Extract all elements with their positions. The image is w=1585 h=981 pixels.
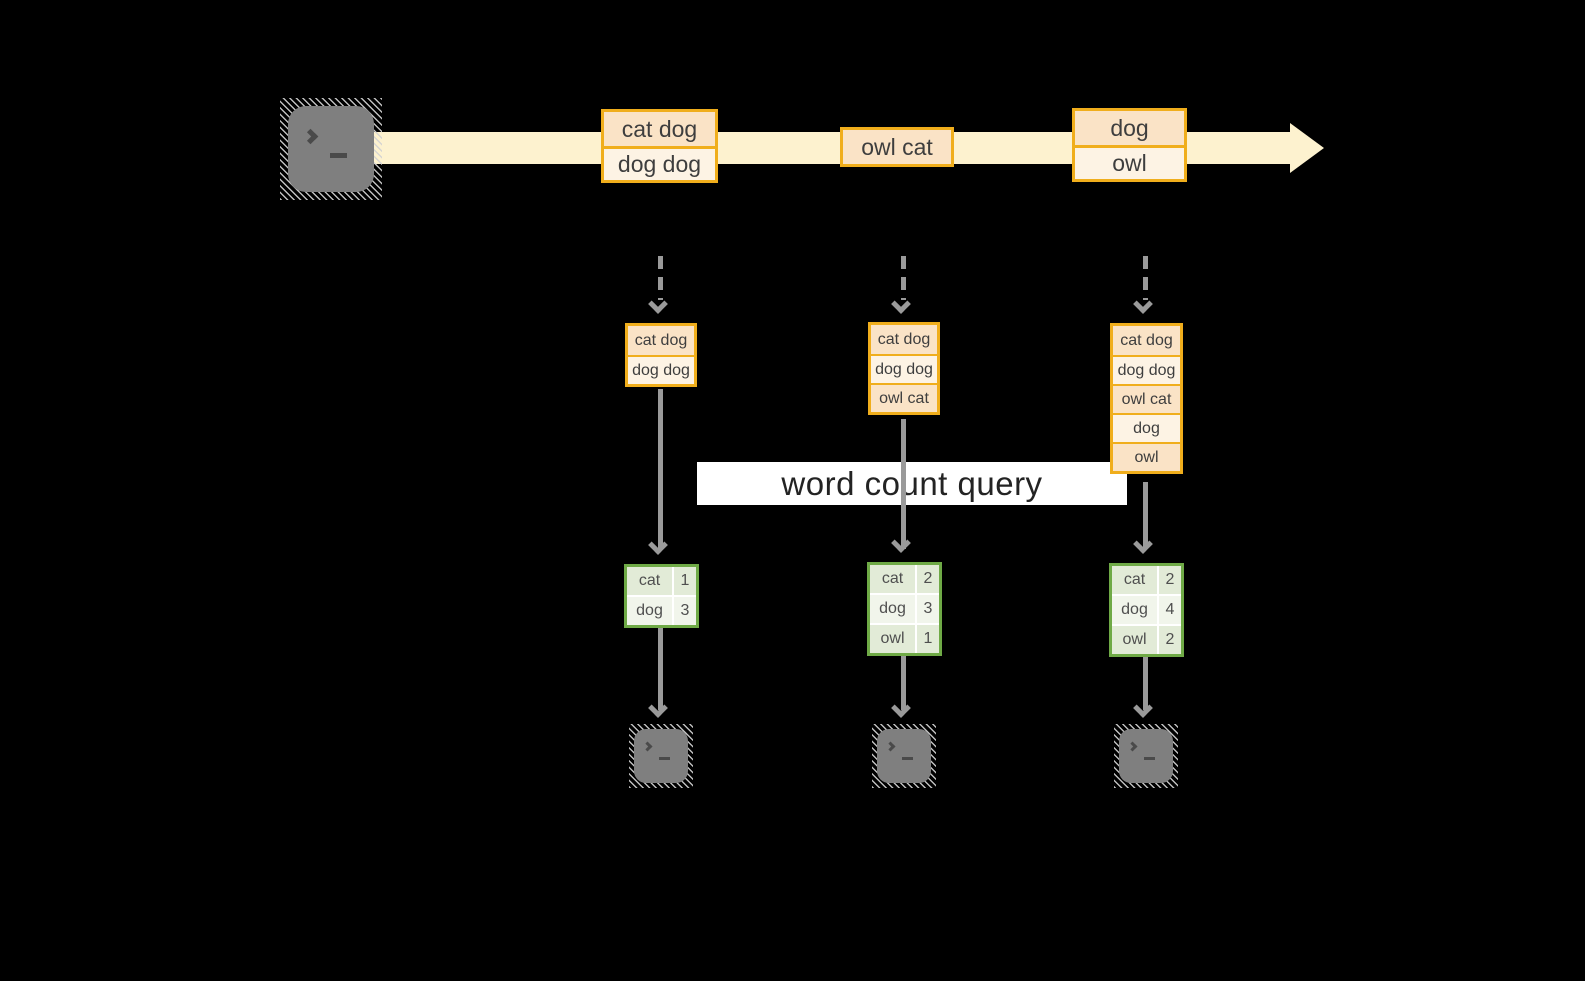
arrowhead-down-icon xyxy=(1133,294,1153,314)
arrowhead-down-icon xyxy=(648,294,668,314)
micro-batch-3: cat dog dog dog owl cat dog owl xyxy=(1110,323,1183,474)
table-count-cell: 3 xyxy=(674,597,696,625)
word-count-table-1: cat 1 dog 3 xyxy=(624,564,699,628)
terminal-body xyxy=(634,729,688,783)
stream-record: owl cat xyxy=(843,130,951,164)
table-count-cell: 4 xyxy=(1159,596,1181,624)
batch-record: owl cat xyxy=(871,383,937,412)
table-word-cell: dog xyxy=(1112,596,1157,624)
batch-record: dog xyxy=(1113,413,1180,442)
dashed-arrow-line xyxy=(901,256,906,300)
table-word-cell: cat xyxy=(870,565,915,593)
prompt-cursor-icon xyxy=(902,757,913,760)
dashed-arrow-line xyxy=(658,256,663,300)
table-word-cell: dog xyxy=(870,595,915,623)
terminal-body xyxy=(1119,729,1173,783)
arrowhead-down-icon xyxy=(1133,534,1153,554)
batch-record: dog dog xyxy=(1113,355,1180,384)
arrowhead-down-icon xyxy=(891,698,911,718)
terminal-body xyxy=(877,729,931,783)
table-word-cell: owl xyxy=(870,625,915,653)
table-count-cell: 1 xyxy=(917,625,939,653)
table-count-cell: 2 xyxy=(1159,566,1181,594)
word-count-table-2: cat 2 dog 3 owl 1 xyxy=(867,562,942,656)
terminal-icon xyxy=(280,98,382,200)
micro-batch-1: cat dog dog dog xyxy=(625,323,697,387)
table-word-cell: dog xyxy=(627,597,672,625)
stream-batch-3: dog owl xyxy=(1072,108,1187,182)
batch-record: dog dog xyxy=(871,354,937,383)
prompt-cursor-icon xyxy=(659,757,670,760)
prompt-cursor-icon xyxy=(330,153,347,158)
table-count-cell: 3 xyxy=(917,595,939,623)
stream-arrowhead-icon xyxy=(1290,123,1324,173)
arrowhead-down-icon xyxy=(1133,698,1153,718)
table-word-cell: cat xyxy=(627,567,672,595)
arrow-line xyxy=(658,628,663,710)
terminal-icon xyxy=(1114,724,1178,788)
stream-record: dog dog xyxy=(604,146,715,180)
batch-record: cat dog xyxy=(1113,326,1180,355)
dashed-arrow-line xyxy=(1143,256,1148,300)
arrow-line xyxy=(901,656,906,710)
terminal-icon xyxy=(629,724,693,788)
table-count-cell: 1 xyxy=(674,567,696,595)
prompt-cursor-icon xyxy=(1144,757,1155,760)
table-word-cell: cat xyxy=(1112,566,1157,594)
prompt-chevron-icon xyxy=(1127,741,1138,752)
arrow-line xyxy=(658,389,663,549)
terminal-body xyxy=(288,106,374,192)
stream-record: owl xyxy=(1075,145,1184,179)
arrowhead-down-icon xyxy=(648,698,668,718)
batch-record: owl xyxy=(1113,442,1180,471)
terminal-icon xyxy=(872,724,936,788)
prompt-chevron-icon xyxy=(642,741,653,752)
batch-record: dog dog xyxy=(628,355,694,384)
stream-batch-1: cat dog dog dog xyxy=(601,109,718,183)
word-count-table-3: cat 2 dog 4 owl 2 xyxy=(1109,563,1184,657)
table-word-cell: owl xyxy=(1112,626,1157,654)
stream-record: cat dog xyxy=(604,112,715,146)
arrowhead-down-icon xyxy=(891,294,911,314)
batch-record: cat dog xyxy=(628,326,694,355)
arrow-line xyxy=(1143,657,1148,710)
arrow-line xyxy=(901,419,906,549)
arrowhead-down-icon xyxy=(648,535,668,555)
table-count-cell: 2 xyxy=(917,565,939,593)
prompt-chevron-icon xyxy=(885,741,896,752)
query-label: word count query xyxy=(781,464,1043,502)
batch-record: owl cat xyxy=(1113,384,1180,413)
table-count-cell: 2 xyxy=(1159,626,1181,654)
stream-record: dog xyxy=(1075,111,1184,145)
prompt-chevron-icon xyxy=(302,128,319,145)
query-label-banner: word count query xyxy=(697,462,1127,505)
arrow-line xyxy=(1143,482,1148,549)
batch-record: cat dog xyxy=(871,325,937,354)
micro-batch-2: cat dog dog dog owl cat xyxy=(868,322,940,415)
arrowhead-down-icon xyxy=(891,533,911,553)
stream-batch-2: owl cat xyxy=(840,127,954,167)
